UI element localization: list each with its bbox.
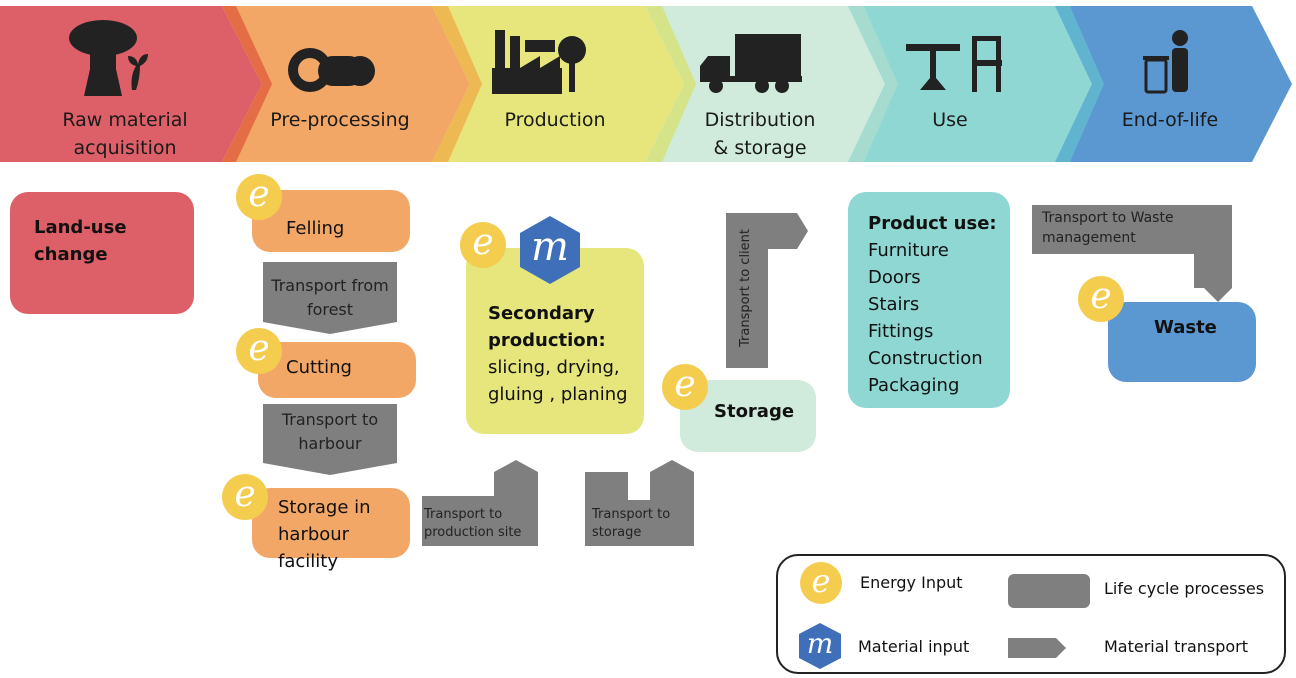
legend-material-label: Material input	[858, 637, 970, 656]
legend-process-label: Life cycle processes	[1104, 579, 1265, 598]
legend-energy-label: Energy Input	[860, 573, 963, 592]
hexagon-icon	[799, 623, 841, 669]
saw-log-icon	[288, 48, 375, 92]
transport-to-harbour-label: Transport to harbour	[263, 408, 397, 456]
factory-icon	[492, 30, 586, 94]
stage-label-line: & storage	[713, 137, 807, 159]
cutting-box: Cutting	[258, 342, 416, 398]
land-use-change-label: Land-use change	[34, 214, 127, 268]
transport-label-line: Transport to	[592, 507, 671, 522]
stage-label-line: acquisition	[73, 137, 177, 159]
transport-to-storage-arrow	[585, 460, 694, 546]
stage-label-distribution: Distribution & storage	[680, 106, 840, 162]
product-use-item: Stairs	[868, 294, 920, 315]
energy-input-icon: e	[222, 474, 268, 520]
hexagon-icon	[520, 216, 580, 284]
energy-input-icon: e	[662, 364, 708, 410]
legend-material-icon: m	[798, 622, 842, 670]
box-label-line: Secondary	[488, 303, 595, 324]
product-use-box: Product use: Furniture Doors Stairs Fitt…	[848, 192, 1010, 408]
energy-input-icon: e	[460, 222, 506, 268]
legend-process-swatch	[1008, 574, 1090, 608]
felling-box: Felling	[252, 190, 410, 252]
waste-label: Waste	[1154, 317, 1217, 338]
transport-label-line: forest	[306, 300, 354, 319]
transport-to-production-arrow	[422, 460, 538, 546]
transport-to-waste-arrow	[1032, 205, 1232, 302]
waste-box: Waste	[1108, 302, 1256, 382]
stage-label-production: Production	[504, 109, 606, 131]
storage-harbour-box: Storage in harbour facility	[252, 488, 410, 572]
energy-input-icon: e	[1078, 276, 1124, 322]
cutting-label: Cutting	[286, 357, 352, 378]
stage-label-use: Use	[932, 109, 968, 131]
box-label-line: harbour facility	[278, 524, 350, 572]
secondary-production-label: Secondary production: slicing, drying, g…	[488, 300, 628, 408]
box-label-line: slicing, drying,	[488, 357, 620, 378]
stage-label-raw-material: Raw material acquisition	[30, 106, 220, 162]
secondary-production-box: Secondary production: slicing, drying, g…	[466, 248, 644, 434]
legend-material-letter: m	[806, 627, 834, 660]
legend: e Energy Input m Material input Life cyc…	[776, 554, 1286, 674]
product-use-title: Product use:	[868, 213, 997, 234]
transport-label-line: Transport to Waste	[1042, 210, 1174, 226]
transport-label-line: storage	[592, 525, 642, 540]
truck-icon	[700, 34, 802, 93]
stage-label-pre-processing: Pre-processing	[270, 109, 410, 131]
legend-transport-swatch	[1008, 638, 1066, 658]
product-use-item: Construction	[868, 348, 983, 369]
transport-label-line: Transport from	[271, 276, 389, 295]
box-label-line: change	[34, 244, 108, 265]
transport-label-line: harbour	[298, 434, 362, 453]
transport-to-production-label: Transport to production site	[424, 506, 536, 542]
transport-to-client-arrow	[726, 213, 808, 368]
material-letter: m	[531, 224, 569, 270]
energy-input-icon: e	[236, 328, 282, 374]
transport-label-line: Transport to	[424, 507, 503, 522]
transport-to-waste-label: Transport to Waste management	[1042, 208, 1222, 248]
transport-to-harbour-arrow	[263, 404, 397, 475]
stage-label-line: Raw material	[62, 109, 188, 131]
product-use-item: Fittings	[868, 321, 934, 342]
trash-person-icon	[1143, 30, 1188, 94]
transport-label-line: production site	[424, 525, 522, 540]
stage-banner	[0, 6, 1292, 162]
legend-energy-icon: e	[800, 562, 842, 604]
transport-from-forest-arrow	[263, 262, 397, 334]
stage-label-end-of-life: End-of-life	[1121, 109, 1219, 131]
storage-label: Storage	[714, 401, 795, 422]
box-label-line: gluing , planing	[488, 384, 628, 405]
material-input-icon: m	[518, 214, 582, 286]
energy-input-icon: e	[236, 174, 282, 220]
product-use-list: Furniture Doors Stairs Fittings Construc…	[868, 237, 983, 399]
felling-label: Felling	[286, 218, 345, 239]
product-use-item: Packaging	[868, 375, 960, 396]
box-label-line: Storage in	[278, 497, 371, 518]
land-use-change-box: Land-use change	[10, 192, 194, 314]
transport-label-line: management	[1042, 230, 1136, 246]
transport-label-line: Transport to	[281, 410, 379, 429]
tree-icon	[69, 20, 148, 96]
box-label-line: Land-use	[34, 217, 127, 238]
legend-transport-label: Material transport	[1104, 637, 1249, 656]
furniture-icon	[906, 36, 1002, 92]
product-use-item: Furniture	[868, 240, 949, 261]
stage-raw-material-chevron	[0, 6, 262, 162]
transport-from-forest-label: Transport from forest	[263, 274, 397, 322]
transport-to-storage-label: Transport to storage	[592, 506, 692, 542]
product-use-item: Doors	[868, 267, 921, 288]
stage-label-line: Distribution	[704, 109, 816, 131]
box-label-line: production:	[488, 330, 606, 351]
storage-harbour-label: Storage in harbour facility	[278, 494, 410, 575]
transport-to-client-label: Transport to client	[738, 228, 753, 348]
